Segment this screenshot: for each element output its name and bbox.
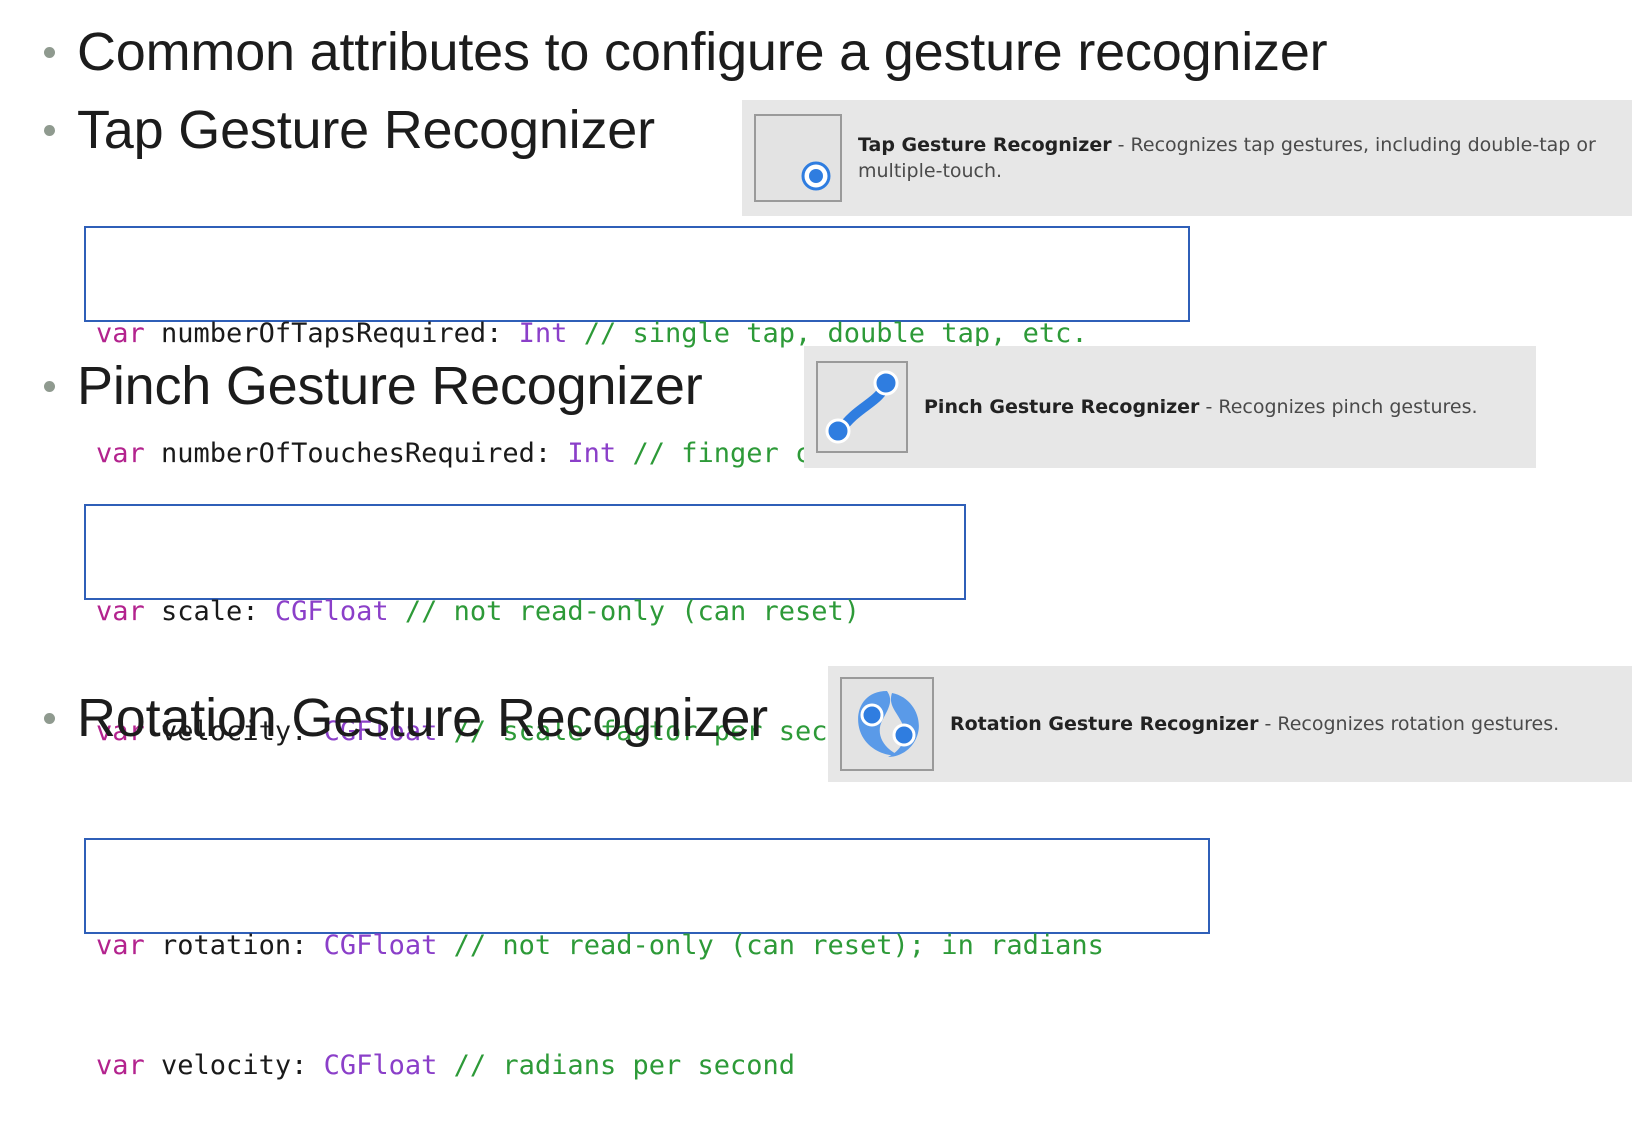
tap-gesture-panel-text: Tap Gesture Recognizer - Recognizes tap … bbox=[858, 132, 1618, 184]
rotation-gesture-icon bbox=[840, 677, 934, 771]
code-identifier: rotation: bbox=[144, 930, 324, 961]
code-identifier: velocity: bbox=[144, 1050, 324, 1081]
code-line: var velocity: CGFloat // radians per sec… bbox=[96, 1046, 1198, 1086]
pinch-gesture-panel: Pinch Gesture Recognizer - Recognizes pi… bbox=[804, 346, 1536, 468]
code-comment: // not read-only (can reset); in radians bbox=[437, 930, 1104, 961]
code-line: var scale: CGFloat // not read-only (can… bbox=[96, 592, 954, 632]
code-type: CGFloat bbox=[323, 716, 438, 747]
panel-description: Recognizes tap gestures, including doubl… bbox=[858, 134, 1596, 182]
panel-description: Recognizes rotation gestures. bbox=[1277, 713, 1560, 735]
code-comment: // not read-only (can reset) bbox=[388, 596, 861, 627]
bullet-text: Common attributes to configure a gesture… bbox=[77, 22, 1328, 82]
panel-separator: - bbox=[1199, 396, 1219, 418]
rotation-gesture-panel: Rotation Gesture Recognizer - Recognizes… bbox=[828, 666, 1632, 782]
bullet-text: Pinch Gesture Recognizer bbox=[77, 356, 703, 416]
tap-gesture-panel: Tap Gesture Recognizer - Recognizes tap … bbox=[742, 100, 1632, 216]
tap-gesture-icon bbox=[754, 114, 842, 202]
bullet-rotation-gesture: Rotation Gesture Recognizer bbox=[44, 686, 768, 750]
bullet-tap-gesture: Tap Gesture Recognizer bbox=[44, 98, 655, 162]
panel-title: Pinch Gesture Recognizer bbox=[924, 396, 1200, 418]
panel-description: Recognizes pinch gestures. bbox=[1218, 396, 1478, 418]
code-keyword: var bbox=[96, 318, 145, 349]
bullet-text: Rotation Gesture Recognizer bbox=[77, 688, 768, 748]
bullet-dot bbox=[44, 46, 55, 58]
pinch-code-block: var scale: CGFloat // not read-only (can… bbox=[84, 504, 966, 747]
bullet-dot bbox=[44, 712, 55, 724]
panel-title: Tap Gesture Recognizer bbox=[858, 134, 1112, 156]
code-type: CGFloat bbox=[274, 596, 389, 627]
code-type: Int bbox=[567, 438, 617, 469]
code-identifier: scale: bbox=[144, 596, 275, 627]
bullet-dot bbox=[44, 124, 55, 136]
code-identifier: numberOfTapsRequired: bbox=[144, 318, 519, 349]
rotation-gesture-panel-text: Rotation Gesture Recognizer - Recognizes… bbox=[950, 711, 1559, 737]
code-keyword: var bbox=[96, 596, 145, 627]
code-keyword: var bbox=[96, 930, 145, 961]
rotation-code-block: var rotation: CGFloat // not read-only (… bbox=[84, 838, 1210, 1081]
code-keyword: var bbox=[96, 438, 145, 469]
code-type: CGFloat bbox=[323, 930, 438, 961]
bullet-dot bbox=[44, 380, 55, 392]
panel-separator: - bbox=[1111, 134, 1131, 156]
code-comment: // single tap, double tap, etc. bbox=[567, 318, 1088, 349]
code-line: var numberOfTapsRequired: Int // single … bbox=[96, 314, 1178, 354]
code-line: var rotation: CGFloat // not read-only (… bbox=[96, 926, 1198, 966]
tap-code-block: var numberOfTapsRequired: Int // single … bbox=[84, 226, 1190, 469]
bullet-text: Tap Gesture Recognizer bbox=[77, 100, 655, 160]
bullet-common-attributes: Common attributes to configure a gesture… bbox=[44, 20, 1328, 84]
bullet-pinch-gesture: Pinch Gesture Recognizer bbox=[44, 354, 703, 418]
panel-title: Rotation Gesture Recognizer bbox=[950, 713, 1259, 735]
panel-separator: - bbox=[1258, 713, 1278, 735]
code-type: Int bbox=[518, 318, 568, 349]
code-comment: // radians per second bbox=[437, 1050, 796, 1081]
pinch-gesture-panel-text: Pinch Gesture Recognizer - Recognizes pi… bbox=[924, 394, 1536, 420]
pinch-gesture-icon bbox=[816, 361, 908, 453]
code-keyword: var bbox=[96, 1050, 145, 1081]
code-keyword: var bbox=[96, 716, 145, 747]
code-identifier: velocity: bbox=[144, 716, 324, 747]
code-type: CGFloat bbox=[323, 1050, 438, 1081]
code-identifier: numberOfTouchesRequired: bbox=[144, 438, 568, 469]
